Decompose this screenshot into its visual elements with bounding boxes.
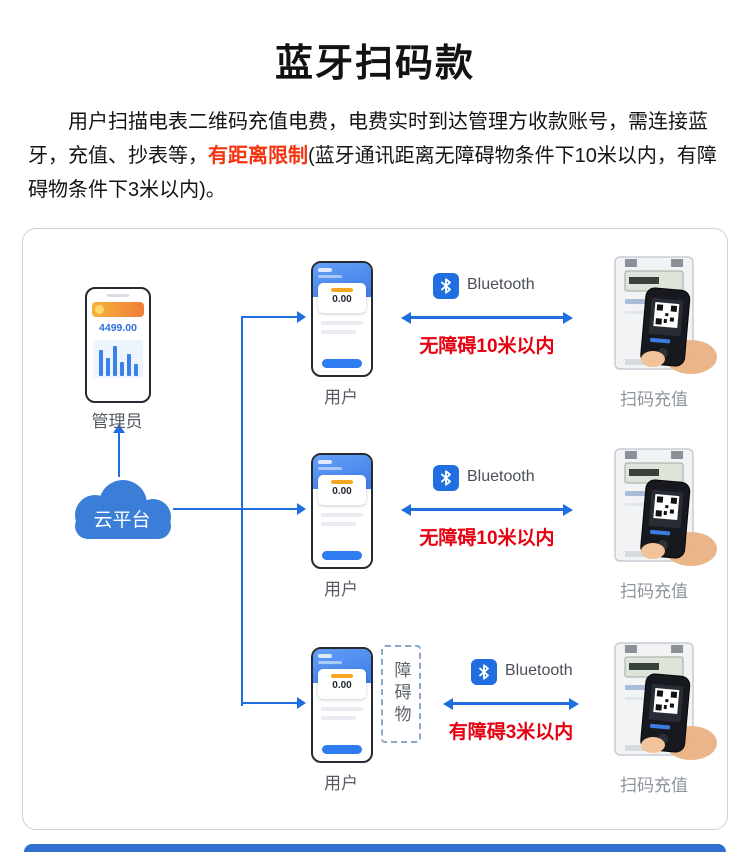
- cloud-platform: 云平台: [57, 477, 187, 541]
- connector-arrowhead-2: [297, 503, 306, 515]
- arrowhead-left: [443, 697, 453, 710]
- phone-text-bar: [321, 716, 356, 720]
- bluetooth-icon: [433, 465, 459, 491]
- phone-banner: [92, 302, 144, 317]
- arrowhead-left: [401, 503, 411, 516]
- scan-device-photo: [589, 641, 719, 761]
- bluetooth-range-arrow: [401, 503, 573, 516]
- arrow-line: [453, 702, 569, 705]
- scan-device-photo: [589, 255, 719, 375]
- bluetooth-icon: [471, 659, 497, 685]
- connector-branch-2: [241, 508, 299, 510]
- distance-label: 无障碍10米以内: [419, 336, 555, 357]
- next-section-peek: [24, 844, 726, 852]
- phone-balance-card: 0.00: [318, 283, 366, 313]
- diagram-row-3: 0.00 用户 障碍物 Bluetooth 有障碍3米以内: [23, 641, 725, 833]
- arrowhead-right: [563, 503, 573, 516]
- diagram-row-1: 0.00 用户 Bluetooth 无障碍10米以内: [23, 255, 725, 447]
- admin-balance: 4499.00: [99, 322, 137, 334]
- bluetooth-range-arrow: [443, 697, 579, 710]
- bluetooth-icon: [433, 273, 459, 299]
- admin-phone-mockup: 4499.00: [85, 287, 151, 403]
- connector-cloud-line: [173, 508, 243, 510]
- bluetooth-label: Bluetooth: [505, 662, 573, 679]
- phone-bar-chart: [93, 340, 143, 378]
- scan-device-label: 扫码充值: [620, 582, 688, 601]
- obstacle-label: 障碍物: [391, 661, 411, 727]
- connector-admin-arrowhead: [113, 424, 125, 433]
- phone-text-bar: [321, 707, 363, 711]
- phone-recharge-button: [322, 359, 362, 368]
- connector-branch-3: [241, 702, 299, 704]
- phone-text-bar: [321, 330, 356, 334]
- arrow-line: [411, 316, 563, 319]
- distance-label: 有障碍3米以内: [448, 722, 574, 743]
- user-label: 用户: [324, 774, 358, 793]
- bluetooth-range-arrow: [401, 311, 573, 324]
- bluetooth-label: Bluetooth: [467, 276, 535, 293]
- arrow-line: [411, 508, 563, 511]
- intro-highlight: 有距离限制: [208, 145, 308, 167]
- cloud-icon: [75, 480, 171, 539]
- connector-arrowhead-1: [297, 311, 306, 323]
- obstacle-box: 障碍物: [381, 645, 421, 743]
- phone-text-bar: [321, 513, 363, 517]
- phone-recharge-button: [322, 745, 362, 754]
- phone-tag: [331, 480, 353, 484]
- user-phone-mockup: 0.00: [311, 261, 373, 377]
- user-phone-mockup: 0.00: [311, 453, 373, 569]
- diagram-row-2: 0.00 用户 Bluetooth 无障碍10米以内: [23, 447, 725, 639]
- phone-tag: [331, 288, 353, 292]
- connector-admin-line: [118, 433, 120, 477]
- user-label: 用户: [324, 580, 358, 599]
- cloud-label: 云平台: [93, 510, 151, 531]
- arrowhead-right: [569, 697, 579, 710]
- user-phone-mockup: 0.00: [311, 647, 373, 763]
- diagram-frame: 4499.00 管理员 云平台: [22, 228, 728, 830]
- connector-arrowhead-3: [297, 697, 306, 709]
- intro-text-1: 用户扫描电表二维码充值电费，电费实时到达管理方收款账号，需连接蓝牙，充值、抄表等…: [28, 111, 708, 167]
- phone-recharge-button: [322, 551, 362, 560]
- scan-device-photo: [589, 447, 719, 567]
- connector-trunk-line: [241, 316, 243, 706]
- bluetooth-label: Bluetooth: [467, 468, 535, 485]
- phone-text-bar: [321, 522, 356, 526]
- phone-balance-card: 0.00: [318, 669, 366, 699]
- user-balance: 0.00: [332, 294, 352, 305]
- user-balance: 0.00: [332, 680, 352, 691]
- phone-text-bar: [321, 321, 363, 325]
- admin-label: 管理员: [91, 412, 143, 431]
- phone-tag: [331, 674, 353, 678]
- distance-label: 无障碍10米以内: [419, 528, 555, 549]
- user-balance: 0.00: [332, 486, 352, 497]
- intro-text-2: (蓝牙通讯距离无障碍物条件下10米以内，有障碍物条件下3米以内)。: [28, 145, 717, 201]
- intro-paragraph: 用户扫描电表二维码充值电费，电费实时到达管理方收款账号，需连接蓝牙，充值、抄表等…: [28, 105, 724, 207]
- connector-branch-1: [241, 316, 299, 318]
- user-label: 用户: [324, 388, 358, 407]
- phone-status-bar: [107, 294, 129, 297]
- scan-device-label: 扫码充值: [620, 776, 688, 795]
- phone-balance-card: 0.00: [318, 475, 366, 505]
- scan-device-label: 扫码充值: [620, 390, 688, 409]
- arrowhead-left: [401, 311, 411, 324]
- page-title: 蓝牙扫码款: [274, 43, 475, 85]
- arrowhead-right: [563, 311, 573, 324]
